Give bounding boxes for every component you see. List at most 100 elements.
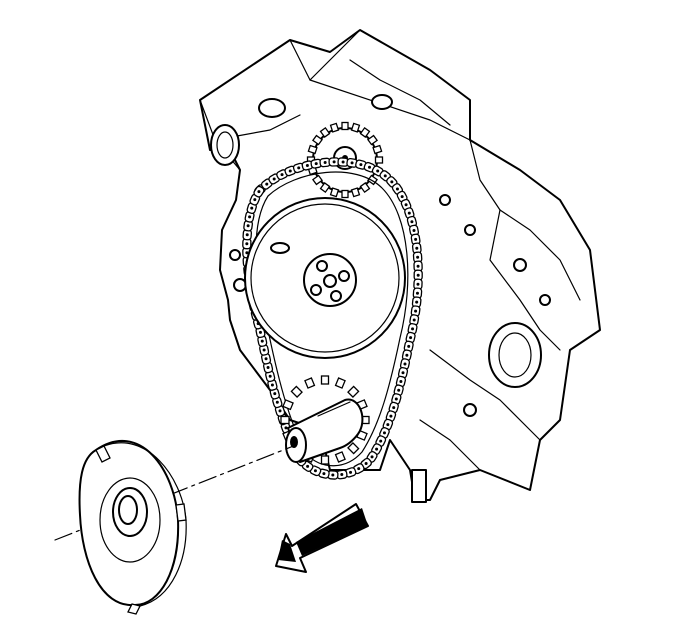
chain-pin [323,160,327,164]
chain-pin [341,160,345,164]
chain-pin [270,383,274,387]
chain-pin [297,166,301,170]
chain-pin [407,211,411,215]
block-rail [349,59,451,126]
chain-pin [390,180,394,184]
block-right-rib [489,209,561,351]
block-bolt-hole-7 [439,194,451,206]
large-sprocket-rim [250,203,400,353]
chain-pin [314,162,318,166]
chain-pin [411,327,415,331]
chain-pin [245,251,249,255]
chain-pin [288,169,292,173]
crank-sprocket-tooth [320,455,330,465]
chain-pin [383,174,387,178]
chain-pin [397,388,401,392]
chain-pin [379,439,383,443]
crank-sprocket-tooth [347,442,360,455]
chain-pin [386,423,390,427]
block-bolt-hole-1 [513,258,527,272]
crankshaft-keyway [317,401,351,417]
chain-pin [257,190,261,194]
chain-pin [416,264,420,268]
chain-pin [400,195,404,199]
spacer-bore [118,495,138,525]
chain-pin [415,291,419,295]
chain-pin [389,414,393,418]
chain-pin [359,163,363,167]
chain-pin [368,165,372,169]
block-lower-rib [419,419,481,471]
crank-sprocket-tooth [282,399,294,411]
chain-pin [265,182,269,186]
cam-gear-tooth [359,126,371,138]
cam-gear-tooth [359,182,371,194]
block-bore-top [258,98,286,118]
chain-pin [375,447,379,451]
chain-pin [410,220,414,224]
cam-gear-tooth [329,122,340,133]
chain-pin [272,177,276,181]
block-lower-face [429,349,541,441]
chain-pin [262,348,266,352]
chain-pin [416,273,420,277]
crank-sprocket-tooth [320,375,330,385]
chain-pin [405,353,409,357]
chain-pin [401,371,405,375]
chain-pin [382,431,386,435]
crank-sprocket-tooth [334,451,346,463]
cam-gear-tooth [374,156,384,164]
chain-pin [415,246,419,250]
cam-gear-tooth [319,182,331,194]
block-deck-edge [309,79,471,141]
chain-pin [273,392,277,396]
chain-pin [264,357,268,361]
chain-pin [245,242,249,246]
chain-pin [414,309,418,313]
chain-pin [370,455,374,459]
cam-gear-tooth [341,121,349,131]
block-right-face [469,139,581,301]
cam-gear-tooth [341,189,349,199]
sprocket-bolt-hole-4 [330,290,342,302]
chain-pin [260,339,264,343]
chain-pin [332,160,336,164]
block-stud [411,469,427,503]
arrow-down-left-icon [275,503,369,573]
crank-sprocket-tooth [304,377,316,389]
chain-pin [350,161,354,165]
cam-gear-tooth [350,122,361,133]
large-sprocket [244,197,406,359]
crank-sprocket-tooth [347,385,360,398]
chain-pin [392,406,396,410]
chain-pin [407,344,411,348]
chain-pin [415,300,419,304]
chain-pin [246,224,250,228]
chain-pin [412,228,416,232]
oil-seal-bore-inner [498,332,532,378]
chain-pin [313,469,317,473]
sprocket-bolt-hole-3 [310,284,322,296]
chain-pin [258,330,262,334]
arrow-head-shade [278,540,296,562]
chain-pin [253,198,257,202]
block-bore-upper-left [210,124,240,166]
arrow-shade [296,508,368,556]
chain-pin [250,206,254,210]
block-bolt-hole-3 [463,403,477,417]
chain-pin [275,400,279,404]
chain-pin [394,397,398,401]
chain-pin [364,462,368,466]
cam-gear-tooth [311,174,323,186]
oil-seal-bore [488,322,542,388]
chain-pin [268,374,272,378]
crank-sprocket-tooth [280,415,290,425]
chain-pin [357,467,361,471]
chain-pin [404,203,408,207]
chain-pin [278,409,282,413]
chain-pin [245,233,249,237]
chain-pin [412,318,416,322]
chain-pin [349,470,353,474]
